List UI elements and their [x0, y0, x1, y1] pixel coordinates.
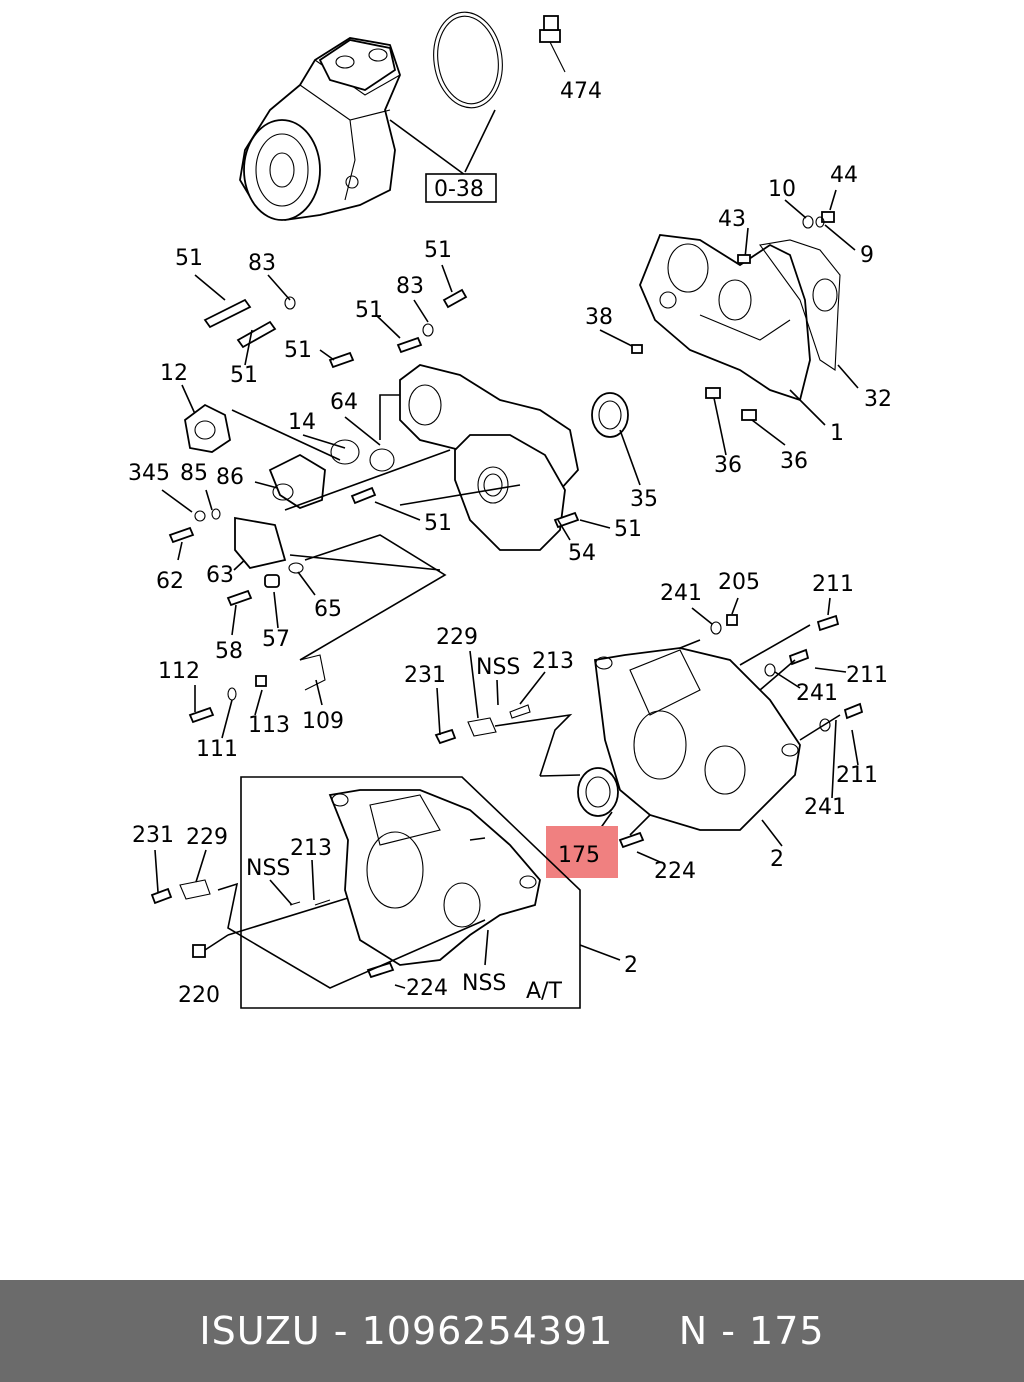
part-label: 36: [780, 449, 808, 474]
part-label: 54: [568, 541, 596, 566]
part-label: 1: [830, 421, 844, 446]
part-label: NSS: [462, 971, 506, 996]
part-label: 231: [404, 663, 446, 688]
part-label: 85: [180, 461, 208, 486]
part-label: 205: [718, 570, 760, 595]
part-label: 65: [314, 597, 342, 622]
part-label: 9: [860, 243, 874, 268]
part-label: 51: [284, 338, 312, 363]
part-label: 51: [614, 517, 642, 542]
part-label: 213: [290, 836, 332, 861]
housing-86: [268, 453, 326, 509]
part-label: 51: [355, 298, 383, 323]
part-label: 211: [812, 572, 854, 597]
part-label: 83: [248, 251, 276, 276]
part-label: 10: [768, 177, 796, 202]
footer-part-number: ISUZU - 1096254391 N - 175: [199, 1309, 825, 1353]
oil-seal-35: [591, 392, 629, 438]
part-label: 35: [630, 487, 658, 512]
part-label: 224: [406, 976, 448, 1001]
front-cover: [399, 364, 579, 551]
parts-diagram: 474 0-38 10 44 43 9 51 83 51 51 83 51 51…: [128, 11, 892, 1009]
footer-bar: ISUZU - 1096254391 N - 175: [0, 1280, 1024, 1382]
part-label: 474: [560, 79, 602, 104]
part-label: 51: [175, 246, 203, 271]
part-label: 44: [830, 163, 858, 188]
part-label: 241: [660, 581, 702, 606]
part-label: 224: [654, 859, 696, 884]
part-label: 0-38: [434, 177, 484, 202]
gear-cover-12: [184, 403, 232, 453]
part-label: NSS: [476, 655, 520, 680]
part-label: 83: [396, 274, 424, 299]
part-label: 241: [804, 795, 846, 820]
part-label: 51: [424, 238, 452, 263]
part-ref-box: [425, 173, 497, 203]
part-label: 211: [846, 663, 888, 688]
flywheel-housing-at: [328, 789, 541, 966]
air-compressor: [239, 37, 401, 221]
part-label: 38: [585, 305, 613, 330]
part-label: 213: [532, 649, 574, 674]
part-label: 2: [770, 847, 784, 872]
at-inset-frame: [240, 776, 581, 1009]
part-label: 58: [215, 639, 243, 664]
part-label: 14: [288, 410, 316, 435]
part-label: 2: [624, 953, 638, 978]
part-label: 111: [196, 737, 238, 762]
part-label: 220: [178, 983, 220, 1008]
part-label: 51: [424, 511, 452, 536]
part-label: 109: [302, 709, 344, 734]
part-label: 345: [128, 461, 170, 486]
part-label: 62: [156, 569, 184, 594]
part-label: 231: [132, 823, 174, 848]
part-label: 43: [718, 207, 746, 232]
part-label: NSS: [246, 856, 290, 881]
part-label: 86: [216, 465, 244, 490]
bolts-51: [168, 288, 580, 724]
timing-case-1: [639, 234, 811, 402]
plug-474: [539, 15, 566, 73]
part-label: 51: [230, 363, 258, 388]
part-label: 63: [206, 563, 234, 588]
part-label: 113: [248, 713, 290, 738]
flywheel-housing-2: [593, 647, 801, 831]
gasket-32: [759, 239, 841, 371]
part-label: 229: [186, 825, 228, 850]
part-label: 211: [836, 763, 878, 788]
part-label: 241: [796, 681, 838, 706]
part-label: 112: [158, 659, 200, 684]
part-label: 57: [262, 627, 290, 652]
part-label: 175: [558, 843, 600, 868]
cover-plate-63: [234, 516, 287, 570]
part-label: 36: [714, 453, 742, 478]
part-label: 64: [330, 390, 358, 415]
part-label: 12: [160, 361, 188, 386]
part-label: 229: [436, 625, 478, 650]
part-label: A/T: [526, 979, 562, 1004]
washer-10-44: [802, 211, 835, 229]
part-label: 32: [864, 387, 892, 412]
o-ring-0-38: [433, 11, 503, 109]
part-labels: 474 0-38 10 44 43 9 51 83 51 51 83 51 51…: [128, 79, 892, 1008]
